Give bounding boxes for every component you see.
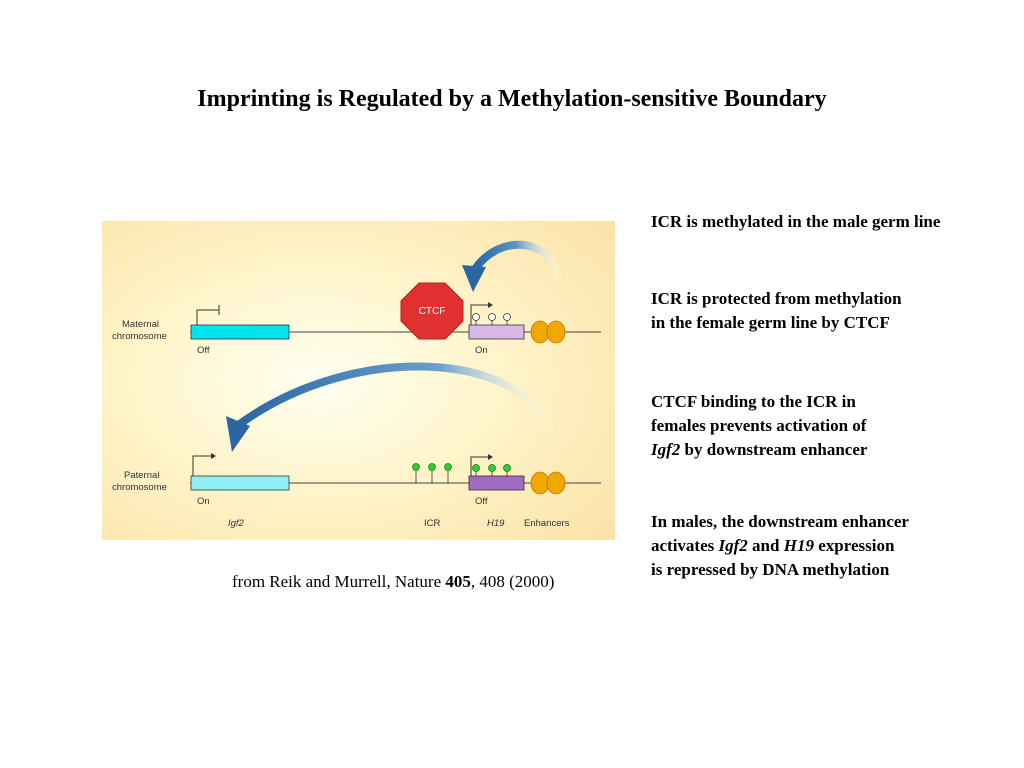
diagram-svg: Maternal chromosome Off CTCF On P: [102, 221, 615, 540]
enhancer-arrow-igf2: [233, 362, 554, 435]
maternal-igf2-state: Off: [197, 345, 210, 356]
note-male-enhancer: In males, the downstream enhancer activa…: [651, 512, 909, 579]
methylated-cpg: [488, 464, 496, 472]
methylated-cpg: [444, 463, 452, 471]
paternal-h19-state: Off: [475, 496, 488, 507]
ctcf-stop-sign: [400, 282, 464, 340]
imprinting-diagram: Maternal chromosome Off CTCF On P: [102, 221, 615, 540]
slide-title: Imprinting is Regulated by a Methylation…: [197, 86, 827, 112]
note-female-protection: ICR is protected from methylation in the…: [651, 289, 902, 332]
paternal-label-2: chromosome: [112, 482, 167, 493]
gene-label-h19: H19: [487, 518, 505, 529]
gene-label-icr: ICR: [424, 518, 441, 529]
maternal-label-2: chromosome: [112, 331, 167, 342]
maternal-enhancer: [530, 320, 550, 344]
caption-volume: 405: [445, 572, 471, 591]
figure-caption: from Reik and Murrell, Nature 405, 408 (…: [232, 572, 554, 592]
note-male-methylation: ICR is methylated in the male germ line: [651, 212, 941, 231]
gene-label-igf2: Igf2: [228, 518, 245, 529]
methylated-cpg: [412, 463, 420, 471]
caption-prefix: from Reik and Murrell, Nature: [232, 572, 446, 591]
maternal-igf2-gene: [190, 324, 290, 340]
ctcf-label: CTCF: [419, 306, 446, 317]
diagram-background: [102, 221, 615, 540]
gene-label-enhancers: Enhancers: [524, 518, 570, 529]
caption-suffix: , 408 (2000): [470, 572, 555, 591]
paternal-enhancer: [546, 471, 566, 495]
enhancer-arrowhead-blocked: [462, 265, 486, 292]
maternal-h19-state: On: [475, 345, 488, 356]
paternal-enhancer: [530, 471, 550, 495]
methylated-cpg: [428, 463, 436, 471]
paternal-label: Paternal: [124, 470, 159, 481]
enhancer-arrow-blocked: [471, 240, 561, 280]
gene-igf2-text: Igf2: [651, 440, 681, 459]
maternal-h19-promoter-on: [470, 304, 490, 325]
unmethylated-cpg: [488, 313, 496, 321]
methylated-cpg: [503, 464, 511, 472]
maternal-enhancer: [546, 320, 566, 344]
paternal-h19-gene: [468, 475, 525, 491]
paternal-igf2-gene: [190, 475, 290, 491]
unmethylated-cpg: [503, 313, 511, 321]
paternal-igf2-state: On: [197, 496, 210, 507]
paternal-igf2-promoter-on: [192, 455, 213, 476]
maternal-h19-gene: [468, 324, 525, 340]
enhancer-arrowhead-igf2: [226, 416, 250, 452]
gene-h19-text: H19: [783, 536, 814, 555]
unmethylated-cpg: [472, 313, 480, 321]
gene-igf2-text: Igf2: [718, 536, 748, 555]
note-ctcf-binding: CTCF binding to the ICR in females preve…: [651, 392, 868, 459]
maternal-label: Maternal: [122, 319, 159, 330]
methylated-cpg: [472, 464, 480, 472]
paternal-h19-promoter: [470, 456, 490, 476]
maternal-igf2-promoter-off: [196, 309, 219, 325]
